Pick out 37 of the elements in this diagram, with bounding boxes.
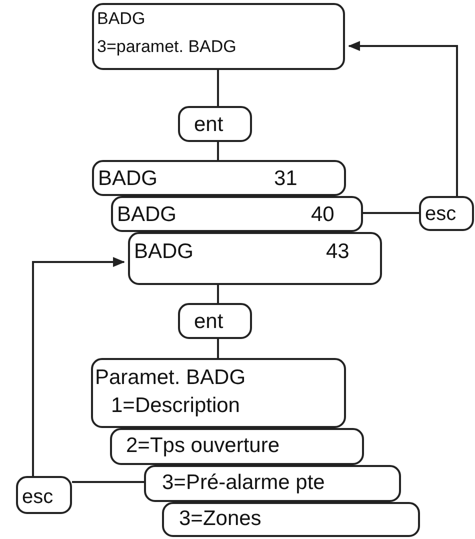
menu-display — [110, 428, 364, 465]
connector-line — [217, 142, 219, 160]
connector-line — [217, 285, 219, 303]
menu-text: 2=Tps ouverture — [126, 434, 280, 458]
key-button — [178, 303, 252, 339]
menu-text: 3=paramet. BADG — [97, 38, 236, 57]
menu-text: BADG — [97, 10, 146, 29]
menu-display — [162, 502, 420, 537]
menu-text: BADG — [134, 240, 194, 264]
menu-text: BADG — [117, 203, 177, 226]
menu-display — [144, 465, 401, 502]
menu-text: 1=Description — [111, 394, 240, 418]
arrow — [348, 41, 458, 196]
menu-text: 43 — [326, 240, 350, 264]
menu-display — [128, 232, 382, 285]
key-label: esc — [425, 203, 456, 225]
menu-text: 3=Zones — [179, 507, 262, 530]
menu-text: Paramet. BADG — [95, 366, 246, 390]
menu-display — [91, 358, 346, 428]
menu-display — [92, 160, 346, 196]
menu-text: 3=Pré-alarme pte — [162, 471, 325, 494]
key-button — [178, 106, 252, 142]
connector-line — [217, 339, 219, 358]
key-label: esc — [22, 486, 54, 508]
menu-display — [111, 196, 363, 232]
menu-text: BADG — [98, 167, 158, 190]
menu-text: 40 — [311, 203, 334, 226]
connector-line — [72, 481, 144, 483]
menu-text: 31 — [274, 167, 298, 190]
key-button — [419, 196, 474, 231]
key-button — [16, 476, 72, 514]
key-label: ent — [194, 310, 224, 334]
connector-line — [217, 70, 219, 106]
menu-display — [92, 3, 345, 70]
arrow — [32, 257, 125, 476]
connector-line — [363, 212, 419, 214]
key-label: ent — [194, 113, 224, 136]
